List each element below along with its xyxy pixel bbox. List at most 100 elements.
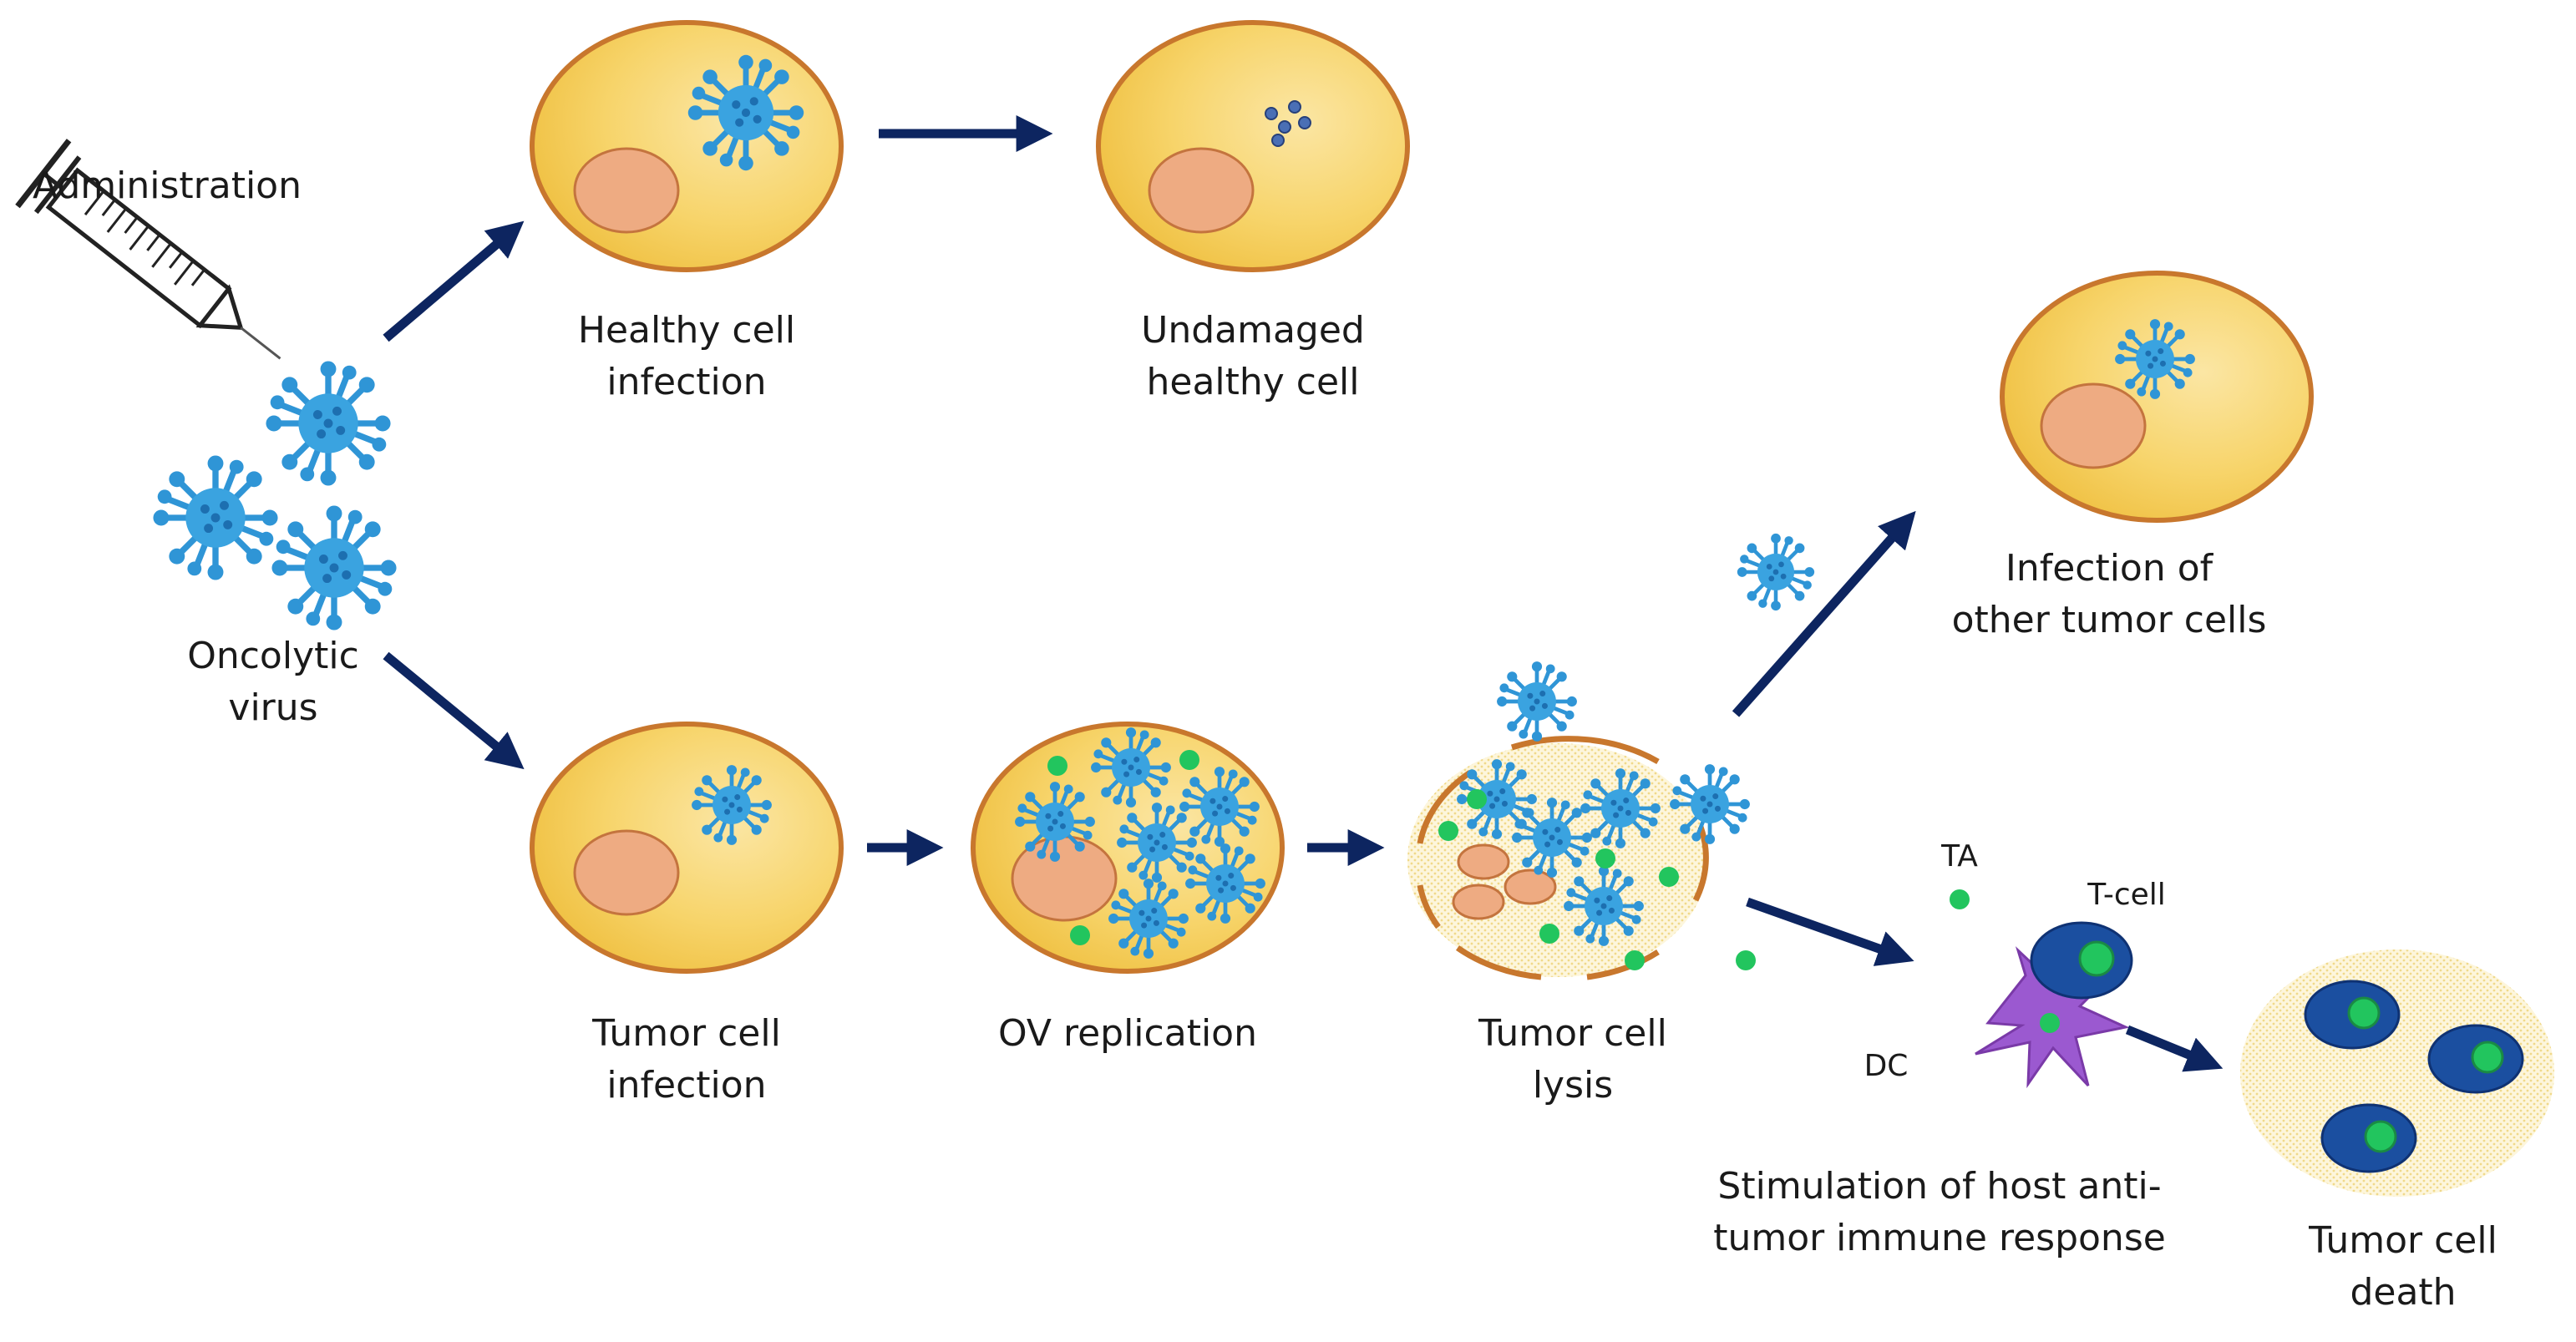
viral-particle [1298, 116, 1311, 129]
t-cell-label: T-cell [2087, 878, 2166, 912]
administration-label: Administration [33, 165, 302, 207]
syringe-tick [84, 190, 105, 215]
ov-replication-cell [971, 722, 1285, 974]
virus-icon [1117, 803, 1197, 883]
immune-response-label-line: tumor immune response [1713, 1217, 2166, 1259]
cell-membrane-fragment [1510, 736, 1660, 765]
syringe-tick [169, 251, 184, 269]
virus-icon [153, 455, 277, 580]
nucleus-icon [2040, 382, 2147, 469]
oncolytic-virus-label-line: Oncolytic [187, 635, 359, 677]
t-cell-nucleus [2471, 1041, 2504, 1074]
t-cell-nucleus [2347, 996, 2381, 1030]
syringe-icon [15, 139, 281, 360]
nucleus-fragment-icon [1457, 843, 1510, 880]
arrow-to-immune-response [1746, 897, 1914, 966]
infection-other-tumor-cells-label-line: Infection of [2006, 547, 2214, 590]
antigen-icon [1467, 789, 1487, 809]
antigen-icon [1625, 950, 1645, 970]
virus-icon [1670, 764, 1750, 844]
cell-membrane-fragment [1692, 825, 1709, 902]
tumor-cell-death-label-line: Tumor cell [2308, 1219, 2497, 1262]
virus-icon [688, 55, 804, 170]
lysed-cell-interior [1407, 743, 1708, 977]
dc-label-line: DC [1864, 1049, 1909, 1083]
infection-other-tumor-cells-label: Infection of other tumor cells [1952, 547, 2267, 641]
healthy-cell-infection-label-line: infection [606, 361, 766, 403]
tumor-cell-death-label-line: death [2350, 1271, 2456, 1314]
virus-icon [1512, 798, 1592, 878]
antigen-icon [2040, 1013, 2060, 1033]
undamaged-healthy-cell [1096, 20, 1410, 272]
cell-membrane-fragment [1417, 884, 1441, 929]
tumor-infected-cell [530, 722, 844, 974]
viral-particle [1288, 100, 1301, 114]
dead-tumor-cell [2240, 950, 2554, 1197]
syringe-tick [106, 207, 128, 233]
tumor-cell-death-label: Tumor cell death [2308, 1219, 2497, 1314]
nucleus-icon [573, 147, 680, 234]
ov-replication-label: OV replication [998, 1012, 1257, 1055]
nucleus-fragment-icon [1504, 869, 1557, 905]
syringe-tick [101, 199, 116, 216]
undamaged-healthy-cell-label-line: Undamaged [1141, 309, 1365, 352]
t-cell-label-line: T-cell [2087, 878, 2166, 912]
immune-response-label-line: Stimulation of host anti- [1717, 1165, 2161, 1208]
virus-icon [2115, 319, 2195, 399]
cell-membrane-fragment [1586, 950, 1660, 980]
syringe-tick [151, 242, 172, 268]
oncolytic-virus-label-line: virus [228, 686, 317, 729]
administration-label-line: Administration [33, 165, 302, 207]
ov-replication-label-line: OV replication [998, 1012, 1257, 1055]
antigen-icon [1659, 867, 1679, 887]
antigen-icon [1438, 821, 1458, 841]
oncolytic-virus-label: Oncolytic virus [187, 635, 359, 729]
tumor-cell-infection-label-line: infection [606, 1064, 766, 1107]
syringe-needle [240, 327, 281, 360]
tumor-cell-infection-label: Tumor cell infection [591, 1012, 781, 1107]
cell-icon [530, 722, 844, 974]
virus-icon [1185, 843, 1265, 924]
virus-icon [1564, 866, 1644, 946]
cell-icon [530, 20, 844, 272]
immune-response-label: Stimulation of host anti-tumor immune re… [1713, 1165, 2166, 1259]
ta-label: TA [1940, 839, 1978, 874]
arrow-to-other-tumor-cells [1732, 510, 1916, 717]
t-cell-icon [2030, 921, 2133, 1000]
tumor-cell-lysis-label-line: lysis [1533, 1064, 1613, 1107]
syringe-tick [124, 216, 139, 234]
cell-membrane-fragment [1417, 770, 1472, 844]
syringe-tick [129, 225, 150, 251]
tumor-cell-infection-label-line: Tumor cell [591, 1012, 781, 1055]
arrow-to-tumor-cell [383, 651, 525, 770]
antigen-icon [1070, 925, 1090, 945]
virus-icon [1497, 661, 1577, 742]
syringe-tick [190, 268, 205, 286]
virus-icon [271, 505, 396, 630]
virus-icon [1179, 767, 1260, 847]
antigen-icon [1047, 756, 1067, 776]
virus-icon [1580, 768, 1661, 848]
viral-particle [1265, 107, 1278, 120]
healthy-infected-cell [530, 20, 844, 272]
antigen-icon [1736, 950, 1756, 970]
cell-icon [1096, 20, 1410, 272]
syringe-flange [33, 155, 82, 215]
antigen-icon [1950, 889, 1970, 909]
virus-icon [692, 765, 772, 845]
syringe-handle [15, 139, 72, 209]
lysed-tumor-cell [1407, 661, 1756, 980]
virus-icon [1737, 534, 1814, 610]
cell-membrane-fragment [1455, 945, 1542, 980]
syringe-tick [174, 260, 195, 286]
syringe-tip [195, 284, 244, 331]
virus-icon [1108, 879, 1189, 959]
arrow-to-tumor-cell-death [2125, 1025, 2224, 1072]
dc-label: DC [1864, 1049, 1909, 1083]
infection-other-tumor-cells-label-line: other tumor cells [1952, 599, 2267, 641]
ta-label-line: TA [1940, 839, 1978, 874]
